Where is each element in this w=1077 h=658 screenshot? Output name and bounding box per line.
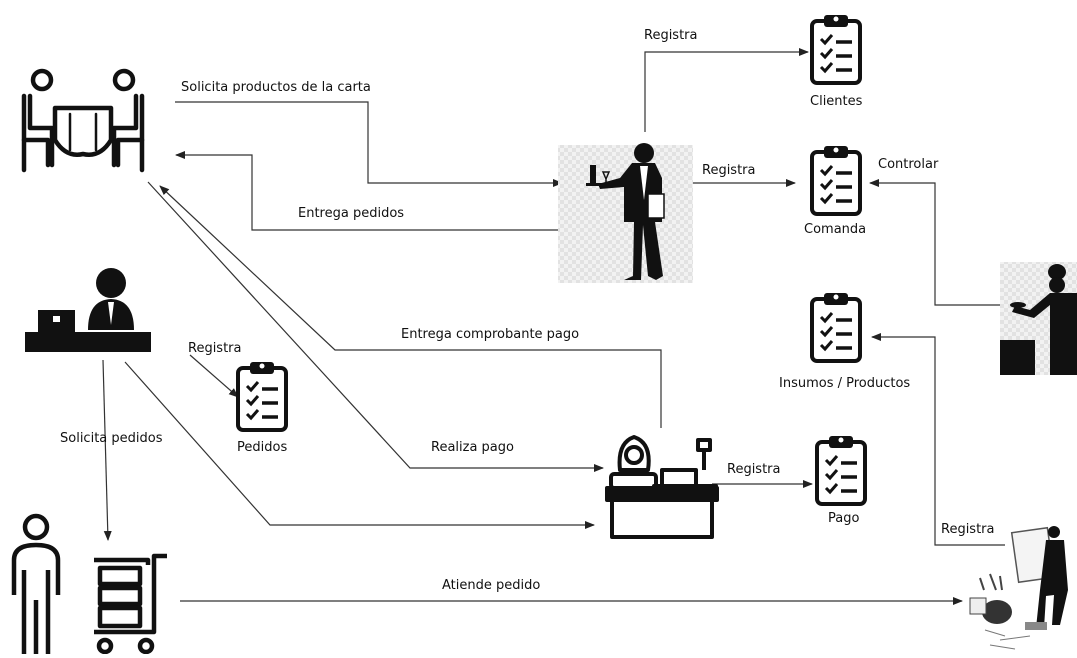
arrow-entrega-pedidos — [175, 151, 562, 231]
arrow-realiza-pago — [147, 181, 604, 472]
label-registra-comanda: Registra — [702, 163, 756, 178]
label-entrega-pedidos: Entrega pedidos — [298, 206, 405, 221]
arrow-registra-clientes — [644, 48, 809, 132]
label-registra-pago: Registra — [727, 462, 781, 477]
label-solicita-productos: Solicita productos de la carta — [181, 80, 371, 95]
manager-desk-icon — [25, 268, 151, 352]
document-label-clientes: Clientes — [810, 94, 863, 109]
delivery-worker-icon — [969, 526, 1068, 650]
label-realiza-pago: Realiza pago — [431, 440, 514, 455]
arrow-solicita-pedidos — [102, 359, 112, 541]
clipboard-icon — [815, 434, 867, 506]
employee-with-cart-icon — [11, 513, 167, 655]
arrow-solicita-productos — [175, 101, 563, 187]
label-controlar: Controlar — [878, 157, 939, 172]
chef-icon — [1000, 262, 1077, 375]
clipboard-icon — [236, 360, 288, 432]
document-label-pago: Pago — [828, 511, 860, 526]
label-registra-insumos: Registra — [941, 522, 995, 537]
arrow-registra-pedidos — [189, 354, 239, 398]
label-atiende-pedido: Atiende pedido — [442, 578, 541, 593]
cashier-icon — [605, 435, 719, 539]
document-label-comanda: Comanda — [804, 222, 867, 237]
clipboard-icon — [810, 291, 862, 363]
label-registra-clientes: Registra — [644, 28, 698, 43]
label-registra-pedidos: Registra — [188, 341, 242, 356]
waiter-icon — [558, 143, 693, 283]
label-entrega-comprobante: Entrega comprobante pago — [401, 327, 580, 342]
document-label-insumos: Insumos / Productos — [779, 376, 911, 391]
connectors — [102, 48, 1005, 605]
arrow-manager-caja — [124, 361, 595, 529]
document-label-pedidos: Pedidos — [237, 440, 288, 455]
arrow-entrega-comprobante — [159, 185, 662, 428]
arrow-registra-insumos — [871, 333, 1005, 546]
clipboard-icon — [810, 144, 862, 216]
label-solicita-pedidos: Solicita pedidos — [60, 431, 163, 446]
arrow-controlar — [869, 179, 1000, 306]
diners-table-icon — [21, 68, 145, 173]
clipboard-icon — [810, 13, 862, 85]
